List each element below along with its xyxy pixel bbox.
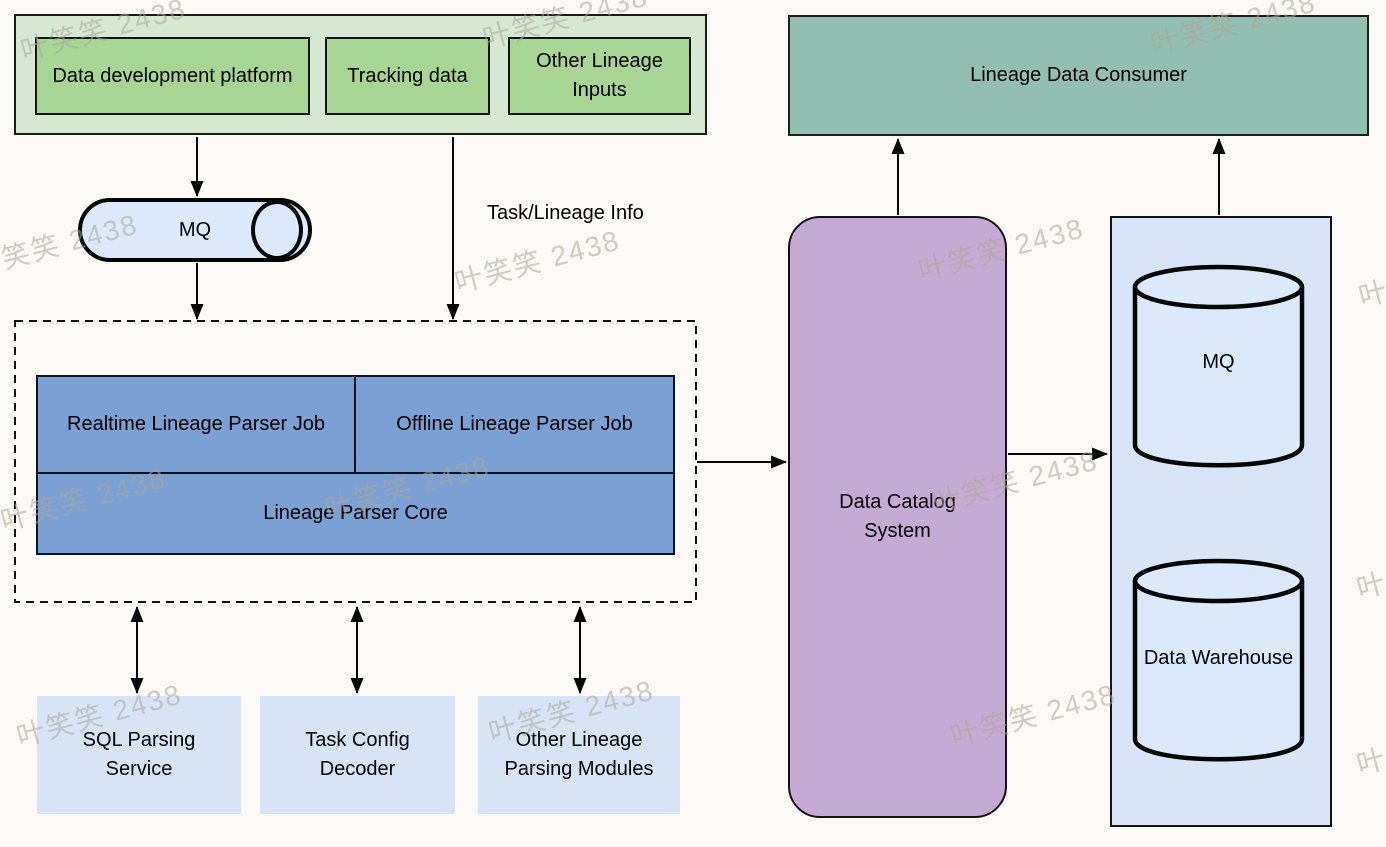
watermark: 叶笑笑 2438 <box>451 224 624 299</box>
node-lineage-data-consumer: Lineage Data Consumer <box>788 15 1369 136</box>
watermark: 叶笑笑 2438 <box>1353 530 1386 605</box>
mq-queue-cylinder: MQ <box>78 198 312 262</box>
node-lineage-parser-core: Lineage Parser Core <box>36 472 675 555</box>
mq-queue-label: MQ <box>178 218 212 241</box>
node-tracking-data: Tracking data <box>325 37 490 115</box>
node-sql-parsing-service: SQL Parsing Service <box>37 696 241 814</box>
cylinder-end-ellipse <box>251 200 303 260</box>
node-other-lineage-parsing-modules: Other Lineage Parsing Modules <box>478 696 680 814</box>
node-other-lineage-inputs: Other Lineage Inputs <box>508 37 691 115</box>
storage-mq-cylinder <box>1132 264 1305 468</box>
task-lineage-info-label: Task/Lineage Info <box>487 202 644 224</box>
node-data-development-platform: Data development platform <box>35 37 310 115</box>
data-warehouse-label: Data Warehouse <box>1143 646 1294 669</box>
node-realtime-lineage-parser-job: Realtime Lineage Parser Job <box>36 375 356 474</box>
node-data-catalog-system: Data Catalog System <box>788 216 1007 818</box>
watermark: 叶笑笑 2438 <box>1355 238 1386 313</box>
data-warehouse-cylinder <box>1132 558 1305 762</box>
storage-mq-label: MQ <box>1202 350 1235 373</box>
watermark: 叶笑笑 2438 <box>1353 706 1386 781</box>
node-offline-lineage-parser-job: Offline Lineage Parser Job <box>354 375 675 474</box>
node-task-config-decoder: Task Config Decoder <box>260 696 455 814</box>
